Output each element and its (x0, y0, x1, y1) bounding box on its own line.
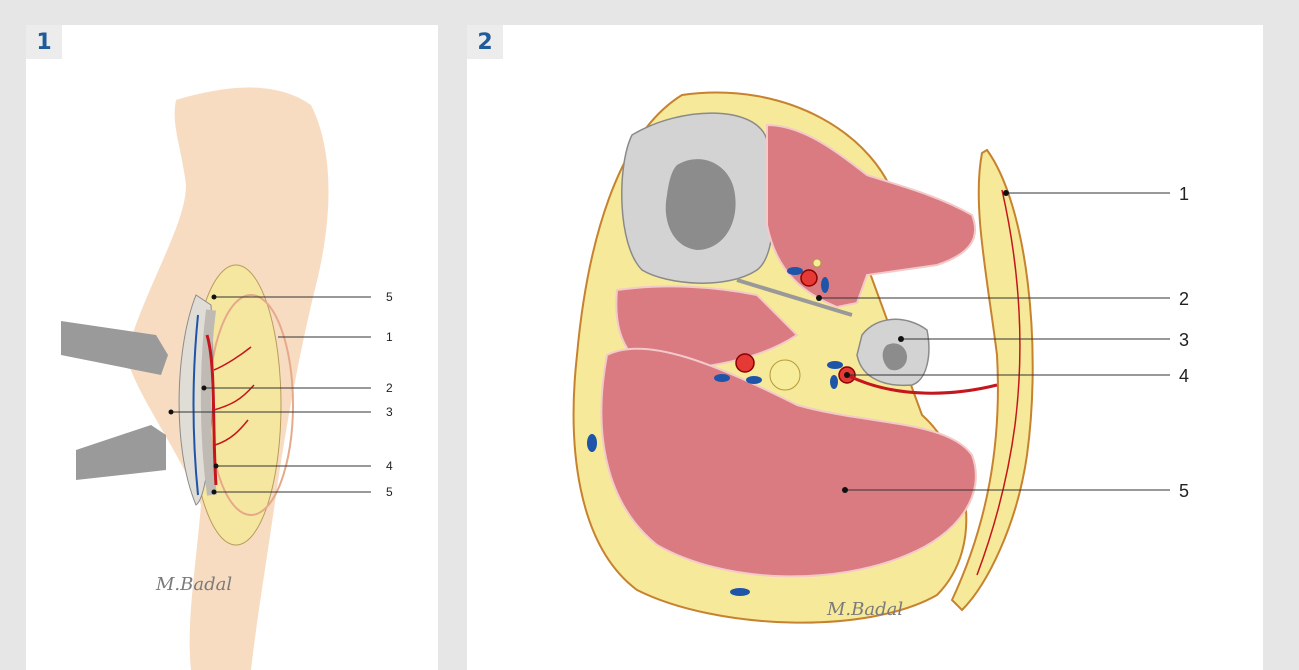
figure-panel-2: 2 1 (467, 25, 1263, 670)
artist-signature: M.Badal (826, 599, 903, 620)
label-4: 4 (386, 459, 393, 473)
vein-ellipse (821, 277, 829, 293)
leader-dot (169, 410, 174, 415)
leader-dot (214, 464, 219, 469)
vein-ellipse (746, 376, 762, 384)
leader-dot (212, 295, 217, 300)
vein-ellipse (714, 374, 730, 382)
label-5: 5 (1179, 481, 1189, 501)
panel-number-badge: 2 (467, 25, 503, 59)
label-2: 2 (386, 381, 393, 395)
panel-number-badge: 1 (26, 25, 62, 59)
leader-dot (212, 490, 217, 495)
label-5-bottom: 5 (386, 485, 393, 499)
label-5-top: 5 (386, 290, 393, 304)
nerve-large (770, 360, 800, 390)
cross-section-illustration: 1 2 3 4 5 M.Badal (467, 25, 1263, 670)
label-3: 3 (1179, 330, 1189, 350)
label-1: 1 (386, 330, 393, 344)
retractor-lower (76, 425, 166, 480)
leader-dot (1003, 190, 1009, 196)
artery-circle (736, 354, 754, 372)
artery-circle (801, 270, 817, 286)
arm-surgical-illustration: 5 1 2 3 4 5 M.Badal (26, 25, 438, 670)
figure-panel-1: 1 5 1 2 3 4 (26, 25, 438, 670)
nerve-small (813, 259, 821, 267)
vein-ellipse (587, 434, 597, 452)
leader-dot (202, 386, 207, 391)
leader-dot (898, 336, 904, 342)
label-4: 4 (1179, 366, 1189, 386)
vein-ellipse (730, 588, 750, 596)
vein-ellipse (830, 375, 838, 389)
vein-ellipse (787, 267, 803, 275)
label-3: 3 (386, 405, 393, 419)
vein-ellipse (827, 361, 843, 369)
leader-dot (844, 372, 850, 378)
label-1: 1 (1179, 184, 1189, 204)
leader-dot (842, 487, 848, 493)
artist-signature: M.Badal (155, 574, 232, 595)
label-2: 2 (1179, 289, 1189, 309)
leader-dot (816, 295, 822, 301)
